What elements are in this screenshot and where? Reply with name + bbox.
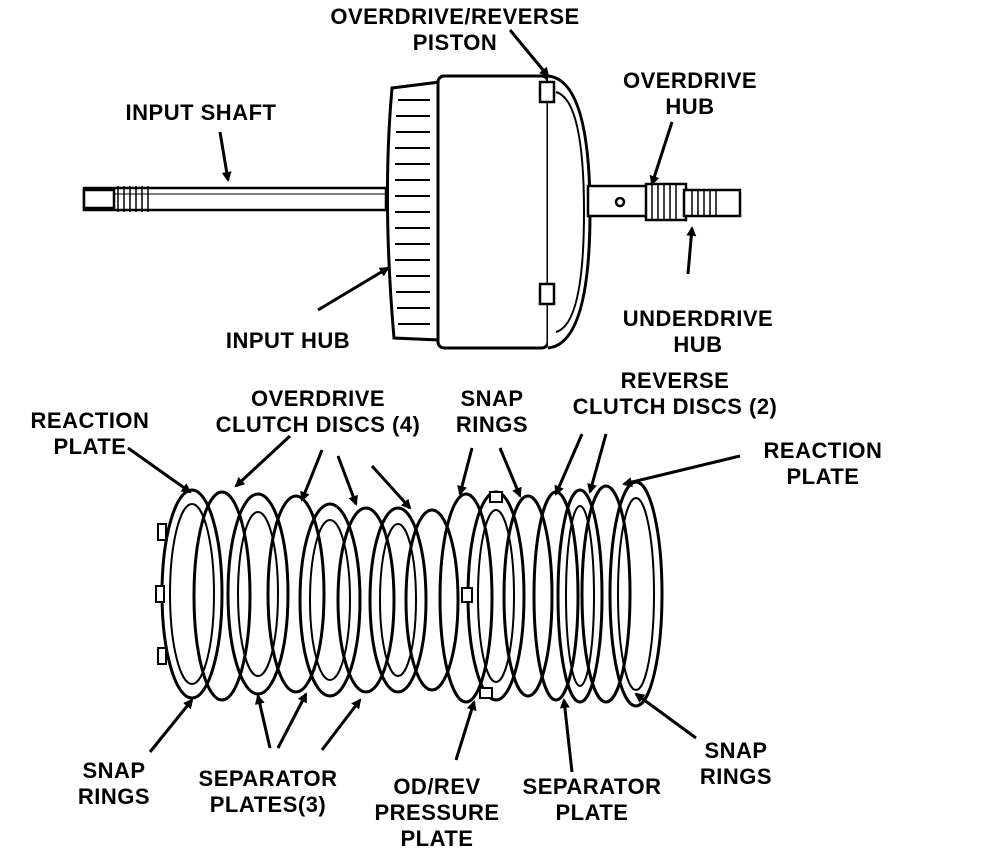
- reaction-plate-left-label: REACTION PLATE: [30, 408, 150, 459]
- hub-splines: [651, 184, 717, 220]
- input-hub-teeth: [395, 99, 430, 325]
- overdrive-hub-label: OVERDRIVE HUB: [622, 68, 758, 119]
- reverse-clutch-discs-label: REVERSE CLUTCH DISCS (2): [572, 368, 778, 419]
- input-shaft-splines: [117, 186, 149, 212]
- overdrive-clutch-discs-label: OVERDRIVE CLUTCH DISCS (4): [215, 386, 421, 437]
- snap-rings-right-label: SNAP RINGS: [699, 738, 773, 789]
- input-shaft-label: INPUT SHAFT: [125, 100, 277, 125]
- leader-arrows: [127, 29, 741, 773]
- plate-tabs: [155, 491, 503, 699]
- input-hub-label: INPUT HUB: [225, 328, 351, 353]
- snap-rings-top-label: SNAP RINGS: [455, 386, 529, 437]
- separator-plate-label: SEPARATOR PLATE: [522, 774, 662, 825]
- overdrive-reverse-piston-label: OVERDRIVE/REVERSE PISTON: [330, 4, 580, 55]
- snap-rings-left-label: SNAP RINGS: [77, 758, 151, 809]
- separator-plates-label: SEPARATOR PLATES(3): [198, 766, 338, 817]
- disc-stack: [160, 480, 664, 708]
- od-rev-pressure-plate-label: OD/REV PRESSURE PLATE: [374, 774, 500, 851]
- piston-tabs: [538, 80, 556, 306]
- output-shaft: [586, 182, 742, 222]
- reaction-plate-right-label: REACTION PLATE: [763, 438, 883, 489]
- underdrive-hub-label: UNDERDRIVE HUB: [622, 306, 774, 357]
